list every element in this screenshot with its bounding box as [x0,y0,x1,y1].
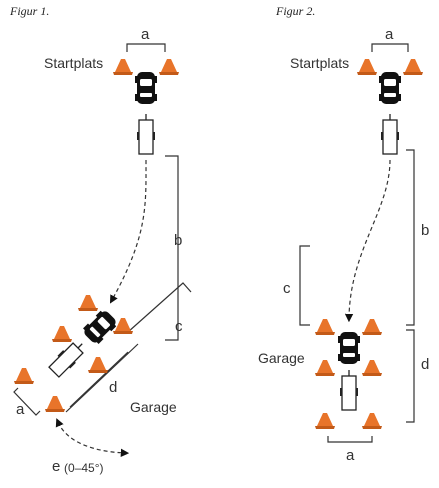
fig1-dim-a-left-label: a [16,401,25,418]
fig2-dim-c-label: c [283,280,291,297]
fig1-dim-b-bracket [165,155,179,341]
fig1-dim-b-label: b [174,232,183,249]
fig2-start-label: Startplats [290,55,350,71]
fig2-dim-d-bracket [406,329,415,423]
figure1-title: Figur 1. [10,4,50,18]
fig2-start-cone-right-icon [403,59,423,75]
fig1-garage-inner-line [69,351,129,408]
fig1-angle-arc [55,418,130,458]
fig1-garage-cone-4-icon [88,357,108,373]
fig1-garage-cone-6-icon [45,396,65,412]
figure2-drawing [299,43,423,443]
fig1-garage-cone-5-icon [14,368,34,384]
fig1-garage-trailer-icon [46,336,90,380]
fig2-start-trailer-icon [380,113,400,155]
fig2-garage-trailer-icon [339,369,359,411]
fig1-start-cone-left-icon [113,59,133,75]
fig2-garage-cone-5-icon [315,413,335,429]
figure2-title: Figur 2. [276,4,316,18]
fig1-dim-a-left-bracket [13,387,41,416]
fig1-start-trailer-icon [136,113,156,155]
fig1-driving-path [109,159,147,304]
fig1-dim-a-top-label: a [141,26,150,43]
fig2-start-car-icon [379,72,401,104]
fig1-start-cone-right-icon [159,59,179,75]
fig1-dim-d-line [65,343,139,413]
fig1-garage-cone-2-icon [113,318,133,334]
figure1-drawing [13,43,192,458]
fig2-dim-a-bottom-bracket [327,436,373,443]
fig2-garage-car-icon [338,332,360,364]
fig1-dim-c-label: c [175,318,183,335]
fig1-garage-cone-1-icon [78,295,98,311]
fig2-garage-cone-2-icon [362,319,382,335]
fig2-dim-c-bracket [299,245,310,326]
fig1-dim-a-top-bracket [126,43,166,52]
fig2-driving-path [344,159,391,323]
fig1-dim-d-label: d [109,379,118,396]
fig2-garage-label: Garage [258,350,305,366]
fig2-dim-b-bracket [406,149,415,326]
fig1-start-car-icon [135,72,157,104]
fig2-garage-cone-4-icon [362,360,382,376]
fig2-start-cone-left-icon [357,59,377,75]
fig1-garage-label: Garage [130,399,177,415]
fig1-garage-cone-3-icon [52,326,72,342]
fig1-angle-range: (0–45°) [64,461,104,475]
fig2-garage-cone-3-icon [315,360,335,376]
fig1-dim-c-bracket [127,282,192,333]
fig2-dim-b-label: b [421,222,430,239]
fig2-dim-a-bottom-label: a [346,447,355,464]
fig2-garage-cone-6-icon [362,413,382,429]
fig1-start-label: Startplats [44,55,104,71]
fig1-garage-car-icon [80,307,120,347]
fig2-dim-a-top-bracket [371,43,409,52]
fig1-angle-label: e [52,458,61,475]
fig2-garage-cone-1-icon [315,319,335,335]
fig2-dim-d-label: d [421,356,430,373]
fig2-dim-a-top-label: a [385,26,394,43]
